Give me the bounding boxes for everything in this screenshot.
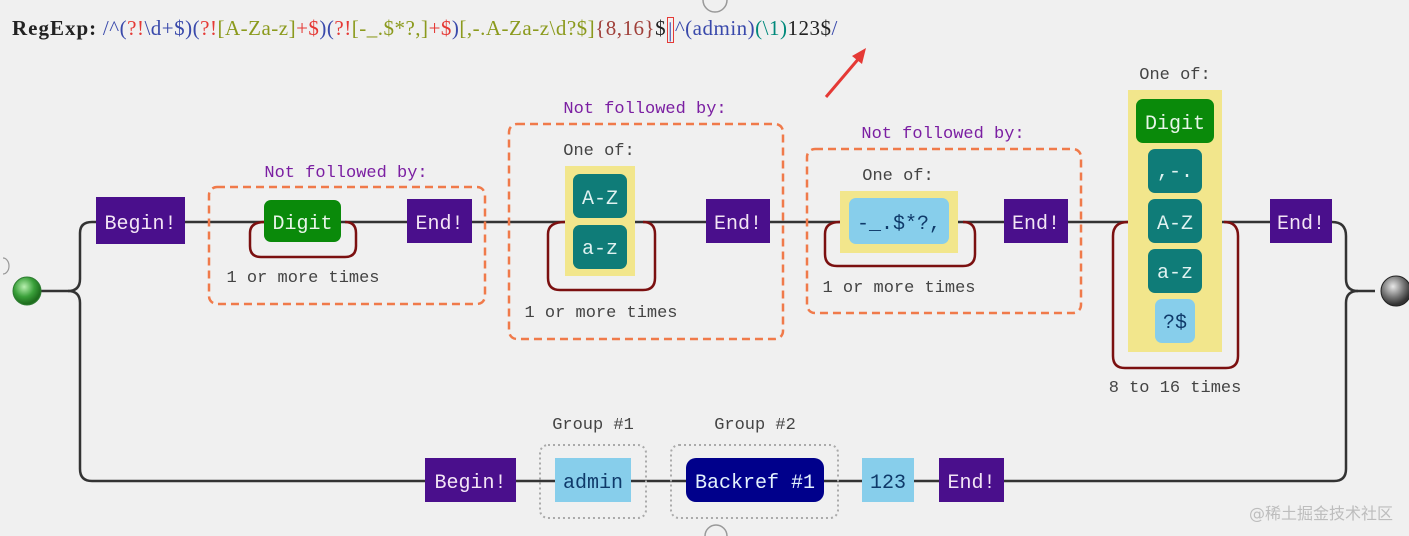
regex-token: ( (119, 16, 128, 40)
group1-label: Group #1 (552, 416, 634, 435)
regex-token: [A-Za-z] (217, 16, 297, 40)
regex-token: \d+$ (144, 16, 186, 40)
charset-node-lower-label: a-z (1157, 262, 1193, 285)
lookahead1-group: Not followed by: Digit 1 or more times E… (207, 164, 487, 306)
lookahead3-end-label: End! (1012, 213, 1060, 236)
charset-node-punct-label: ,-. (1157, 161, 1193, 184)
lookahead3-repeat-loop (823, 220, 977, 268)
lookahead1-digit-label: Digit (272, 213, 332, 236)
start-node-icon (12, 276, 42, 306)
regex-token: $ (655, 16, 667, 40)
charset-one-of-label: One of: (1139, 66, 1210, 85)
lookahead3-header: Not followed by: (861, 125, 1024, 144)
charset-node-punct[interactable]: ,-. (1148, 149, 1202, 193)
regex-token: ) (451, 16, 460, 40)
top-drag-handle[interactable] (702, 0, 728, 13)
lookahead2-end-label: End! (714, 213, 762, 236)
regex-token: /^ (102, 16, 120, 40)
group2: Group #2 Backref #1 (670, 416, 839, 519)
lookahead1-digit-node[interactable]: Digit (264, 200, 341, 242)
charset-group: One of: Digit ,-. A-Z a-z ?$ 8 to 16 tim… (1109, 66, 1242, 398)
regex-token: +$ (428, 16, 452, 40)
charset-node-symbols[interactable]: ?$ (1155, 299, 1195, 343)
regex-token: ?! (200, 16, 218, 40)
regex-token: [,-.A-Za-z\d?$] (459, 16, 596, 40)
charset-node-lower[interactable]: a-z (1148, 249, 1202, 293)
lookahead3-repeat-label: 1 or more times (822, 279, 975, 298)
lookahead2-node-upper[interactable]: A-Z (573, 174, 627, 218)
branch1-end-node[interactable]: End! (1270, 199, 1332, 243)
regex-token: ) (319, 16, 327, 40)
lookahead1-header: Not followed by: (264, 164, 427, 183)
left-edge-handle (2, 257, 10, 275)
regex-token: ( (326, 16, 335, 40)
lookahead3-node[interactable]: -_.$*?, (849, 198, 949, 244)
watermark: @稀土掘金技术社区 (1248, 504, 1393, 523)
regex-label: RegExp: (12, 16, 98, 40)
bottom-drag-handle[interactable] (704, 524, 728, 536)
lookahead1-end-label: End! (415, 213, 463, 236)
alternation-pipe: | (668, 18, 673, 43)
lookahead1-repeat-loop (248, 220, 358, 259)
charset-node-digit[interactable]: Digit (1136, 99, 1214, 143)
lookahead3-end-node[interactable]: End! (1004, 199, 1068, 243)
regex-token: ?! (127, 16, 145, 40)
lookahead1-repeat-label: 1 or more times (226, 269, 379, 288)
lookahead2-node-upper-label: A-Z (582, 188, 618, 211)
lookahead2-one-of-label: One of: (563, 142, 634, 161)
lookahead3-group: Not followed by: One of: -_.$*?, 1 or mo… (805, 125, 1083, 315)
regex-after-token: ^ (674, 16, 686, 40)
regex-expression-bar: RegExp: /^(?!\d+$)(?![A-Za-z]+$)(?![-_.$… (12, 12, 838, 44)
regex-after-token: 123$ (787, 16, 832, 40)
branch2-end-node[interactable]: End! (939, 458, 1004, 502)
lookahead3-one-of-label: One of: (862, 167, 933, 186)
annotation-arrow (824, 48, 866, 98)
charset-repeat-label: 8 to 16 times (1109, 379, 1242, 398)
branch2-begin-label: Begin! (434, 472, 506, 495)
lookahead2-group: Not followed by: One of: A-Z a-z 1 or mo… (507, 100, 785, 341)
branch1-end-label: End! (1277, 213, 1325, 236)
end-node-icon (1380, 275, 1409, 307)
lookahead3-node-label: -_.$*?, (857, 213, 941, 236)
branch1-begin-node[interactable]: Begin! (96, 197, 185, 244)
group1: Group #1 admin (539, 416, 647, 519)
charset-node-digit-label: Digit (1145, 113, 1205, 136)
charset-node-symbols-label: ?$ (1163, 312, 1187, 335)
regex-tokens-after: ^(admin)(\1)123$/ (675, 16, 838, 40)
branch2-end-label: End! (947, 472, 995, 495)
regex-tokens: /^(?!\d+$)(?![A-Za-z]+$)(?![-_.$*?,]+$)[… (103, 16, 666, 40)
group2-backref-label: Backref #1 (695, 472, 815, 495)
literal-123-label: 123 (870, 472, 906, 495)
regex-token: {8,16} (595, 16, 656, 40)
lookahead2-node-lower[interactable]: a-z (573, 225, 627, 269)
charset-repeat-loop (1111, 220, 1240, 370)
group1-admin-label: admin (563, 472, 623, 495)
regex-after-token: (\1) (755, 16, 788, 40)
lookahead1-end-node[interactable]: End! (407, 199, 472, 243)
lookahead2-node-lower-label: a-z (582, 238, 618, 261)
charset-node-upper[interactable]: A-Z (1148, 199, 1202, 243)
literal-123-node[interactable]: 123 (862, 458, 914, 502)
regex-after-token: / (831, 16, 838, 40)
lookahead2-header: Not followed by: (563, 100, 726, 119)
regex-token: ) (185, 16, 193, 40)
regex-token: +$ (296, 16, 320, 40)
regex-token: ?! (334, 16, 352, 40)
regex-after-token: (admin) (685, 16, 756, 40)
branch2-begin-node[interactable]: Begin! (425, 458, 516, 502)
lookahead2-end-node[interactable]: End! (706, 199, 770, 243)
lookahead2-repeat-label: 1 or more times (524, 304, 677, 323)
group2-backref-node[interactable]: Backref #1 (686, 458, 824, 502)
regex-token: [-_.$*?,] (351, 16, 429, 40)
group2-label: Group #2 (714, 416, 796, 435)
group1-admin-node[interactable]: admin (555, 458, 631, 502)
lookahead2-repeat-loop (546, 220, 657, 292)
branch1-begin-label: Begin! (104, 213, 176, 236)
charset-node-upper-label: A-Z (1157, 213, 1193, 236)
regex-token: ( (192, 16, 201, 40)
alternation-highlight-box: | (667, 17, 674, 44)
